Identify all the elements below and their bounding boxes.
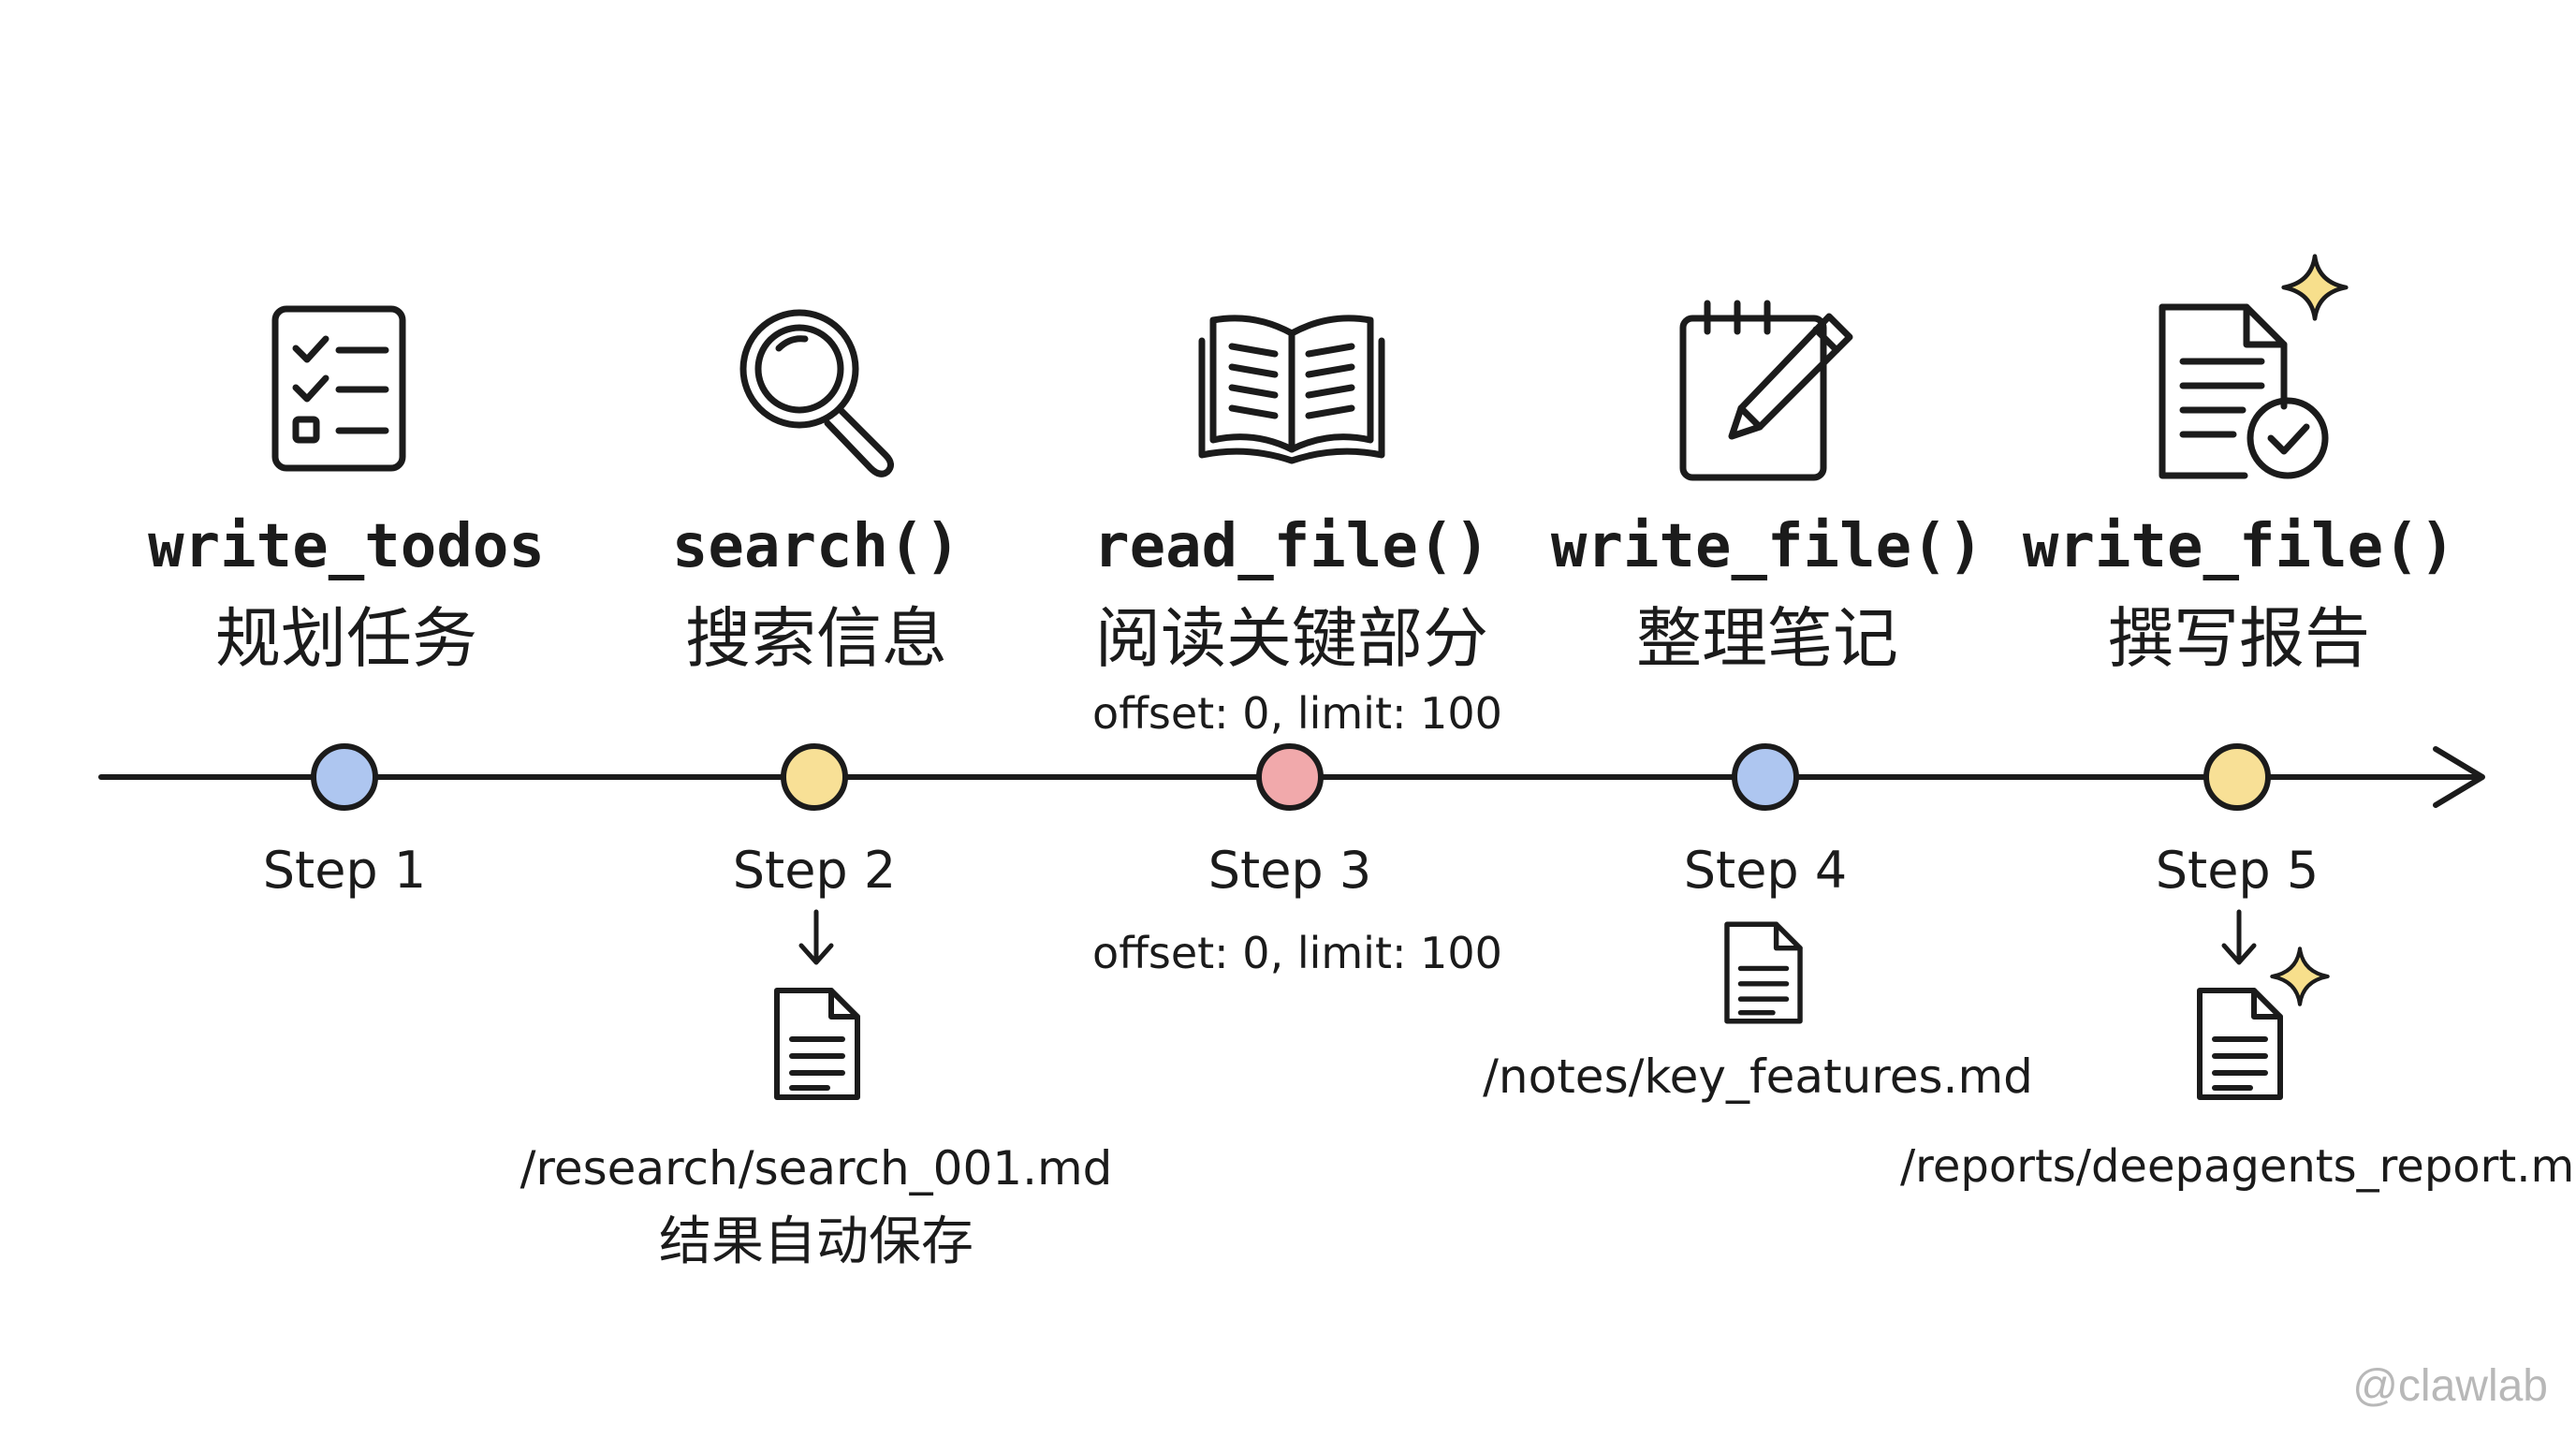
step-5-label: 撰写报告 — [2108, 600, 2370, 677]
step-2-label: 搜索信息 — [685, 600, 947, 677]
checklist-icon — [243, 290, 431, 487]
step-3-function: read_file() — [1093, 512, 1490, 581]
sparkle-small-icon — [2269, 946, 2331, 1007]
step-5-file-icon — [2188, 983, 2291, 1105]
watermark: @clawlab — [2352, 1361, 2548, 1411]
magnifier-icon — [711, 290, 917, 487]
sparkle-icon — [2280, 253, 2349, 322]
step-1-step-label: Step 1 — [262, 841, 427, 900]
step-4-file-icon — [1717, 917, 1810, 1028]
step-3-label: 阅读关键部分 — [1095, 600, 1488, 677]
step-4-file-path: /notes/key_features.md — [1483, 1049, 2033, 1104]
step-2-function: search() — [671, 512, 961, 581]
open-book-icon — [1189, 300, 1395, 468]
step-2-step-label: Step 2 — [732, 841, 897, 900]
step-5-file-path: /reports/deepagents_report.md — [1900, 1140, 2576, 1193]
step-3-param-above: offset: 0, limit: 100 — [1092, 688, 1502, 739]
step-4-dot — [1732, 743, 1799, 811]
step-2-file-note: 结果自动保存 — [659, 1211, 973, 1272]
step-2-dot — [781, 743, 848, 811]
step-5-step-label: Step 5 — [2155, 841, 2320, 900]
step-2-down-arrow — [788, 906, 844, 972]
step-5-dot — [2203, 743, 2271, 811]
step-4-step-label: Step 4 — [1683, 841, 1848, 900]
step-4-label: 整理笔记 — [1636, 600, 1898, 677]
step-4-function: write_file() — [1550, 512, 1984, 581]
step-3-dot — [1256, 743, 1324, 811]
step-3-step-label: Step 3 — [1208, 841, 1372, 900]
step-2-file-icon — [766, 983, 869, 1105]
step-1-label: 规划任务 — [215, 600, 477, 677]
step-5-down-arrow — [2211, 906, 2267, 972]
notepad-pencil-icon — [1666, 290, 1872, 487]
report-check-icon — [2144, 290, 2349, 487]
step-3-param-below: offset: 0, limit: 100 — [1092, 928, 1502, 978]
step-5-function: write_file() — [2022, 512, 2456, 581]
step-1-function: write_todos — [148, 512, 545, 581]
step-1-dot — [311, 743, 378, 811]
step-2-file-path: /research/search_001.md — [520, 1141, 1113, 1196]
